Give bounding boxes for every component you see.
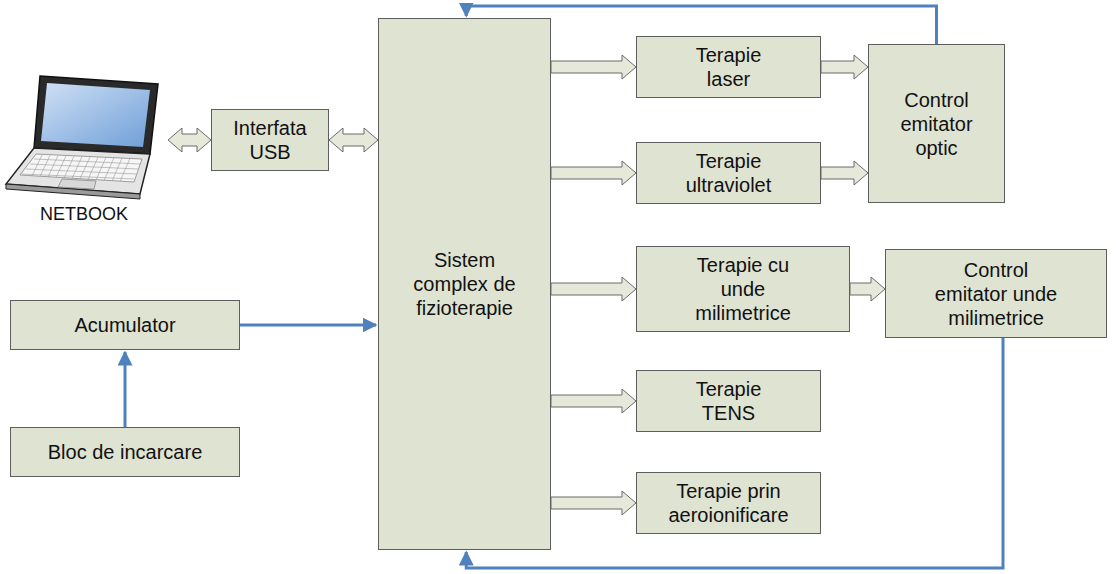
node-label: Terapie laser <box>674 43 784 91</box>
node-label: Control emitator unde milimetrice <box>926 258 1066 330</box>
node-label: Terapie prin aeroionificare <box>654 479 804 527</box>
node-label: Terapie cu unde milimetrice <box>681 253 806 325</box>
block-arrow <box>551 389 636 413</box>
block-arrow <box>551 277 636 301</box>
node-label: Terapie ultraviolet <box>674 149 784 197</box>
netbook-node: NETBOOK <box>0 70 168 230</box>
node-label: Control emitator optic <box>882 88 992 160</box>
netbook-illustration <box>0 70 168 206</box>
block-arrow <box>551 491 636 515</box>
process-box: Acumulator <box>10 300 240 350</box>
node-label: Sistem complex de fizioterapie <box>405 248 525 320</box>
block-arrow <box>329 128 378 152</box>
block-arrow <box>821 161 868 185</box>
process-box: Control emitator optic <box>868 44 1005 203</box>
process-box: Bloc de incarcare <box>10 427 240 477</box>
process-box: Terapie TENS <box>636 370 821 432</box>
process-box: Control emitator unde milimetrice <box>885 249 1107 338</box>
node-label: Acumulator <box>74 313 175 337</box>
block-arrow <box>551 55 636 79</box>
netbook-illustration <box>0 70 168 202</box>
block-arrow <box>821 55 868 79</box>
process-box: Terapie cu unde milimetrice <box>636 246 850 332</box>
process-box: Terapie prin aeroionificare <box>636 472 821 534</box>
block-arrow <box>850 277 885 301</box>
power-feedback-line <box>124 352 127 427</box>
system-box: Sistem complex de fizioterapie <box>378 18 551 550</box>
process-box: Terapie laser <box>636 36 821 98</box>
process-box: Terapie ultraviolet <box>636 142 821 204</box>
node-label: Interfata USB <box>222 116 318 164</box>
power-feedback-line <box>240 324 376 327</box>
block-arrow <box>551 161 636 185</box>
block-arrow <box>168 128 211 152</box>
node-label: NETBOOK <box>40 204 128 226</box>
node-label: Bloc de incarcare <box>48 440 203 464</box>
process-box: Interfata USB <box>211 109 329 171</box>
node-label: Terapie TENS <box>681 377 776 425</box>
